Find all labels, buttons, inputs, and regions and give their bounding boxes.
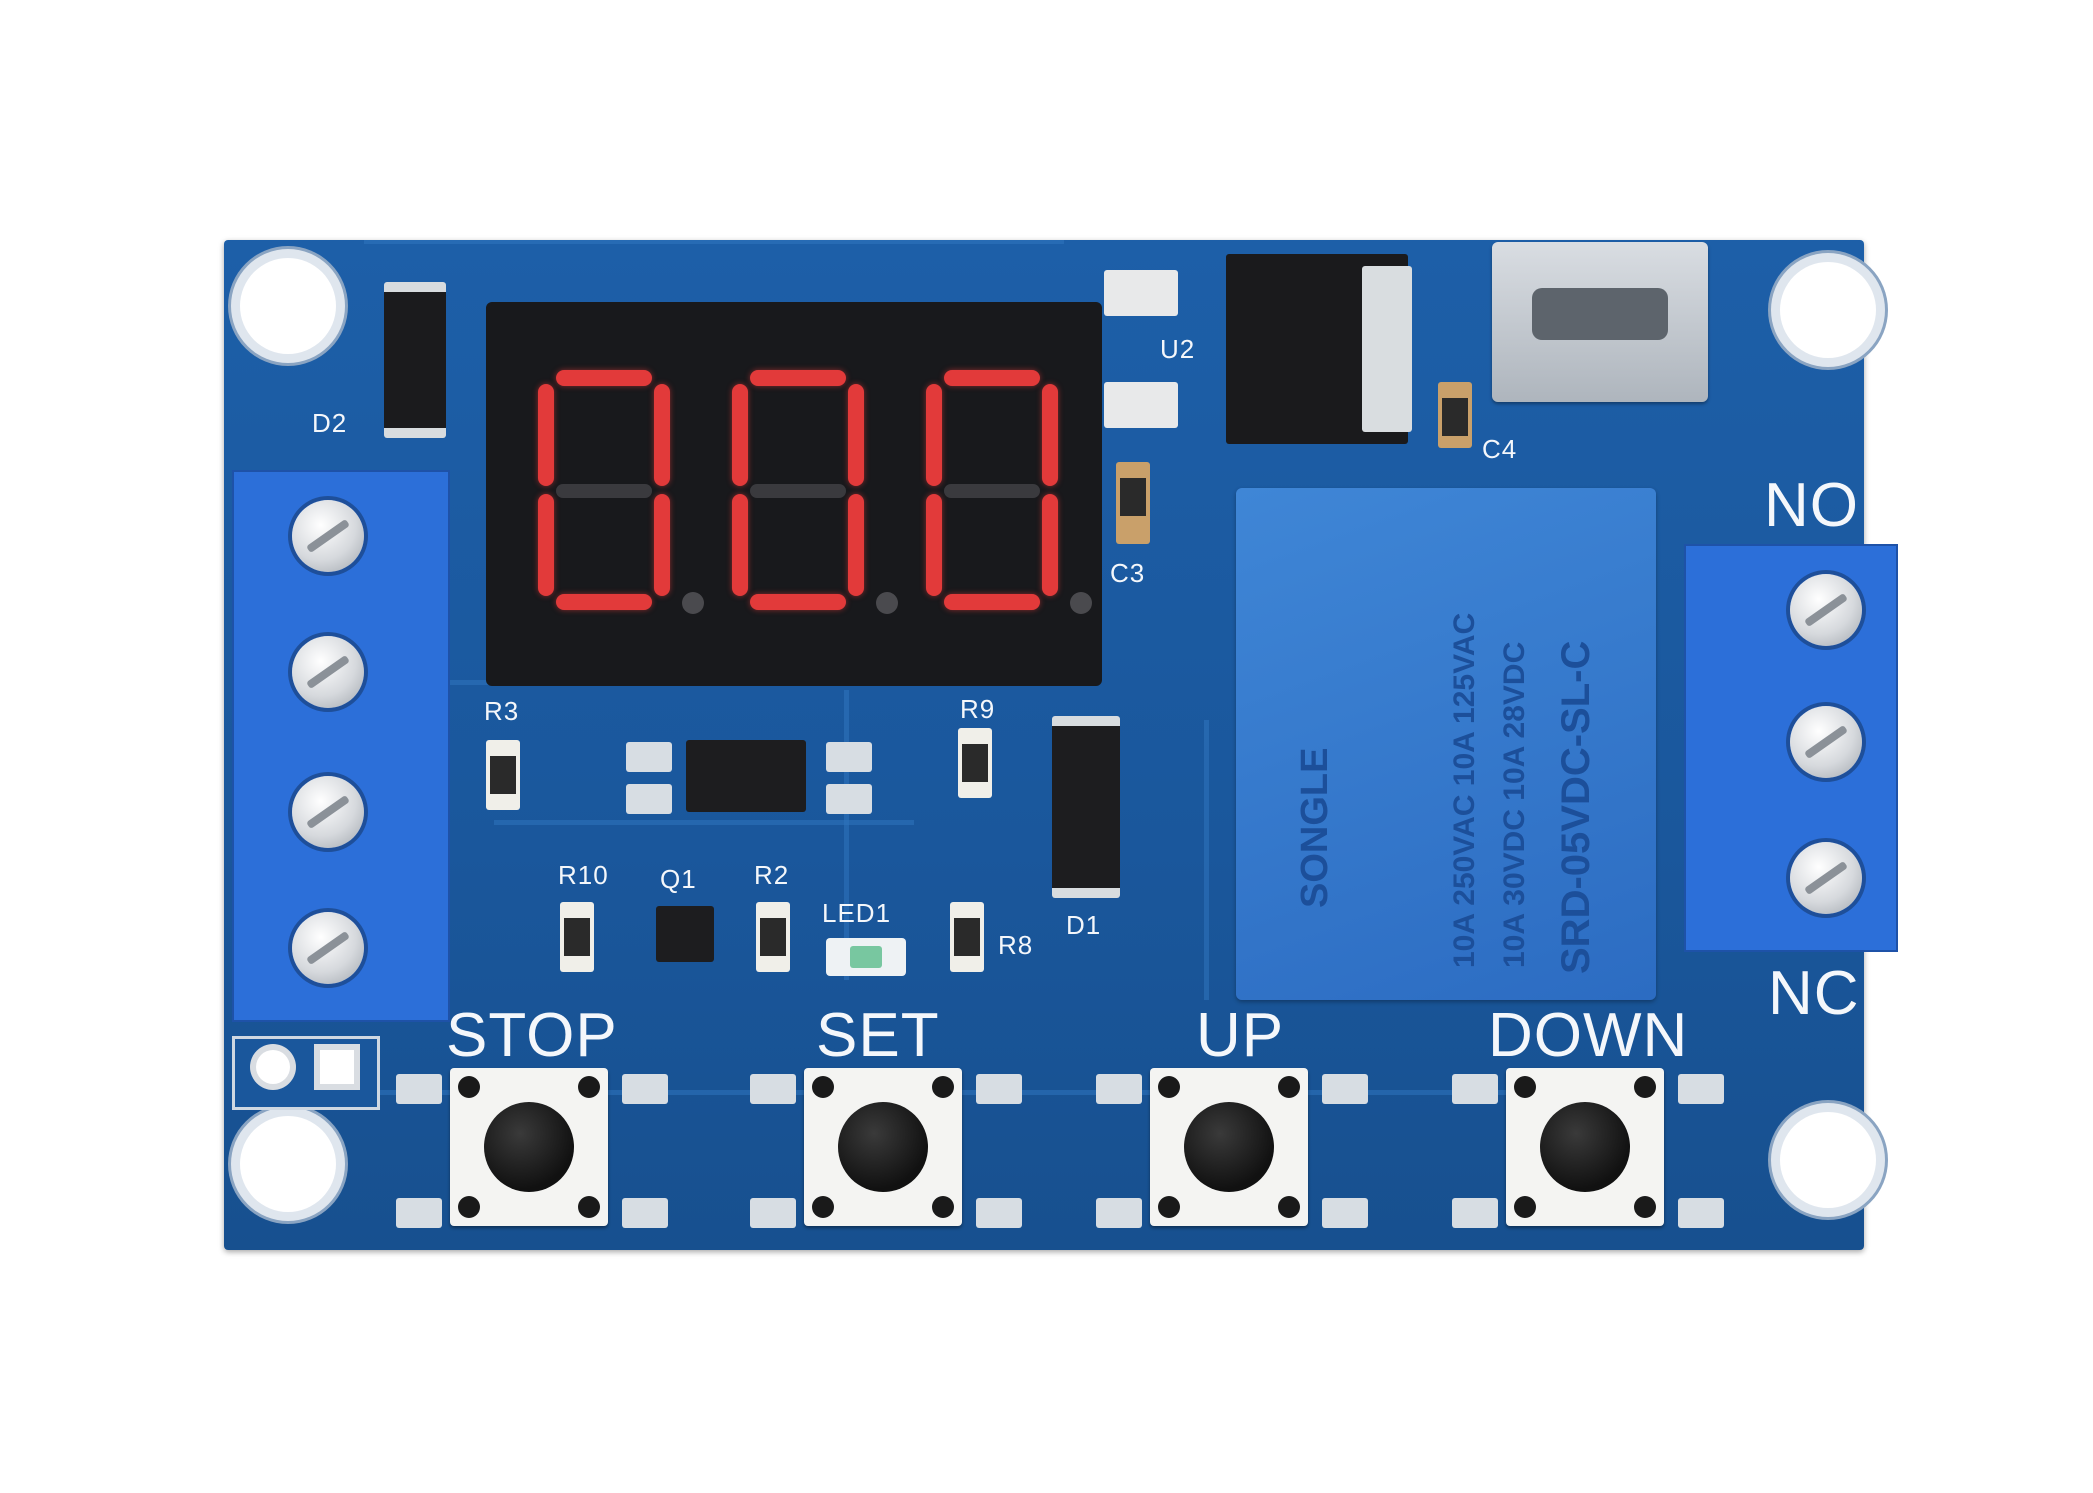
digit [538,370,704,614]
pad [976,1198,1022,1228]
pad [1452,1074,1498,1104]
pad [826,784,872,814]
label-d2: D2 [312,408,348,438]
label-led1: LED1 [822,898,892,928]
down-label: DOWN [1488,1001,1689,1070]
relay-rating-line-1: 10A 250VAC 10A 125VAC [1448,612,1481,968]
set-label: SET [816,1001,940,1070]
terminal-screw[interactable] [1790,706,1862,778]
seven-segment-display [486,302,1102,686]
down-button[interactable] [1506,1068,1664,1226]
label-c4: C4 [1482,434,1518,464]
pad [750,1074,796,1104]
diode-d2 [384,282,446,438]
relay-brand: SONGLE [1294,747,1336,908]
terminal-screw[interactable] [1790,842,1862,914]
label-r9: R9 [960,694,996,724]
pad [626,742,672,772]
label-d1: D1 [1066,910,1102,940]
pad [626,784,672,814]
up-label: UP [1196,1001,1285,1070]
label-c3: C3 [1110,558,1146,588]
micro-usb-port[interactable] [1492,242,1708,402]
label-u2: U2 [1160,334,1196,364]
up-button[interactable] [1150,1068,1308,1226]
pad [750,1198,796,1228]
label-nc: NC [1768,959,1860,1028]
digit [926,370,1092,614]
pad [1322,1198,1368,1228]
resistor-r9 [958,728,992,798]
relay-model: SRD-05VDC-SL-C [1554,640,1598,974]
pad [1104,270,1178,316]
label-r10: R10 [558,860,609,890]
set-button[interactable] [804,1068,962,1226]
regulator-tab [1362,266,1412,432]
diode-d1 [1052,716,1120,898]
resistor-r10 [560,902,594,972]
digit [732,370,898,614]
relay: SONGLE 10A 250VAC 10A 125VAC 10A 30VDC 1… [1236,488,1656,1000]
terminal-screw[interactable] [292,636,364,708]
relay-rating-line-2: 10A 30VDC 10A 28VDC [1498,641,1531,968]
stop-label: STOP [446,1001,618,1070]
pad [1096,1074,1142,1104]
pad [1678,1074,1724,1104]
resistor-r8 [950,902,984,972]
pad [826,742,872,772]
pad [1678,1198,1724,1228]
optocoupler [686,740,806,812]
pin-hole [320,1050,354,1084]
label-r8: R8 [998,930,1034,960]
status-led [826,938,906,976]
transistor-q1 [656,906,714,962]
label-no: NO [1764,471,1859,540]
label-r2: R2 [754,860,790,890]
capacitor-c3 [1116,462,1150,544]
mounting-hole [240,258,336,354]
mounting-hole [240,1116,336,1212]
terminal-screw[interactable] [1790,574,1862,646]
pin-header [232,1036,380,1110]
stop-button[interactable] [450,1068,608,1226]
pad [622,1198,668,1228]
pad [1452,1198,1498,1228]
pad [1322,1074,1368,1104]
pad [1096,1198,1142,1228]
terminal-screw[interactable] [292,776,364,848]
terminal-screw[interactable] [292,500,364,572]
pad [396,1074,442,1104]
mounting-hole [1780,1112,1876,1208]
pad [396,1198,442,1228]
resistor-r2 [756,902,790,972]
pin-hole [256,1050,290,1084]
pad [622,1074,668,1104]
resistor-r3 [486,740,520,810]
terminal-screw[interactable] [292,912,364,984]
mounting-hole [1780,262,1876,358]
label-q1: Q1 [660,864,697,894]
pad [1104,382,1178,428]
pad [976,1074,1022,1104]
label-r3: R3 [484,696,520,726]
capacitor-c4 [1438,382,1472,448]
